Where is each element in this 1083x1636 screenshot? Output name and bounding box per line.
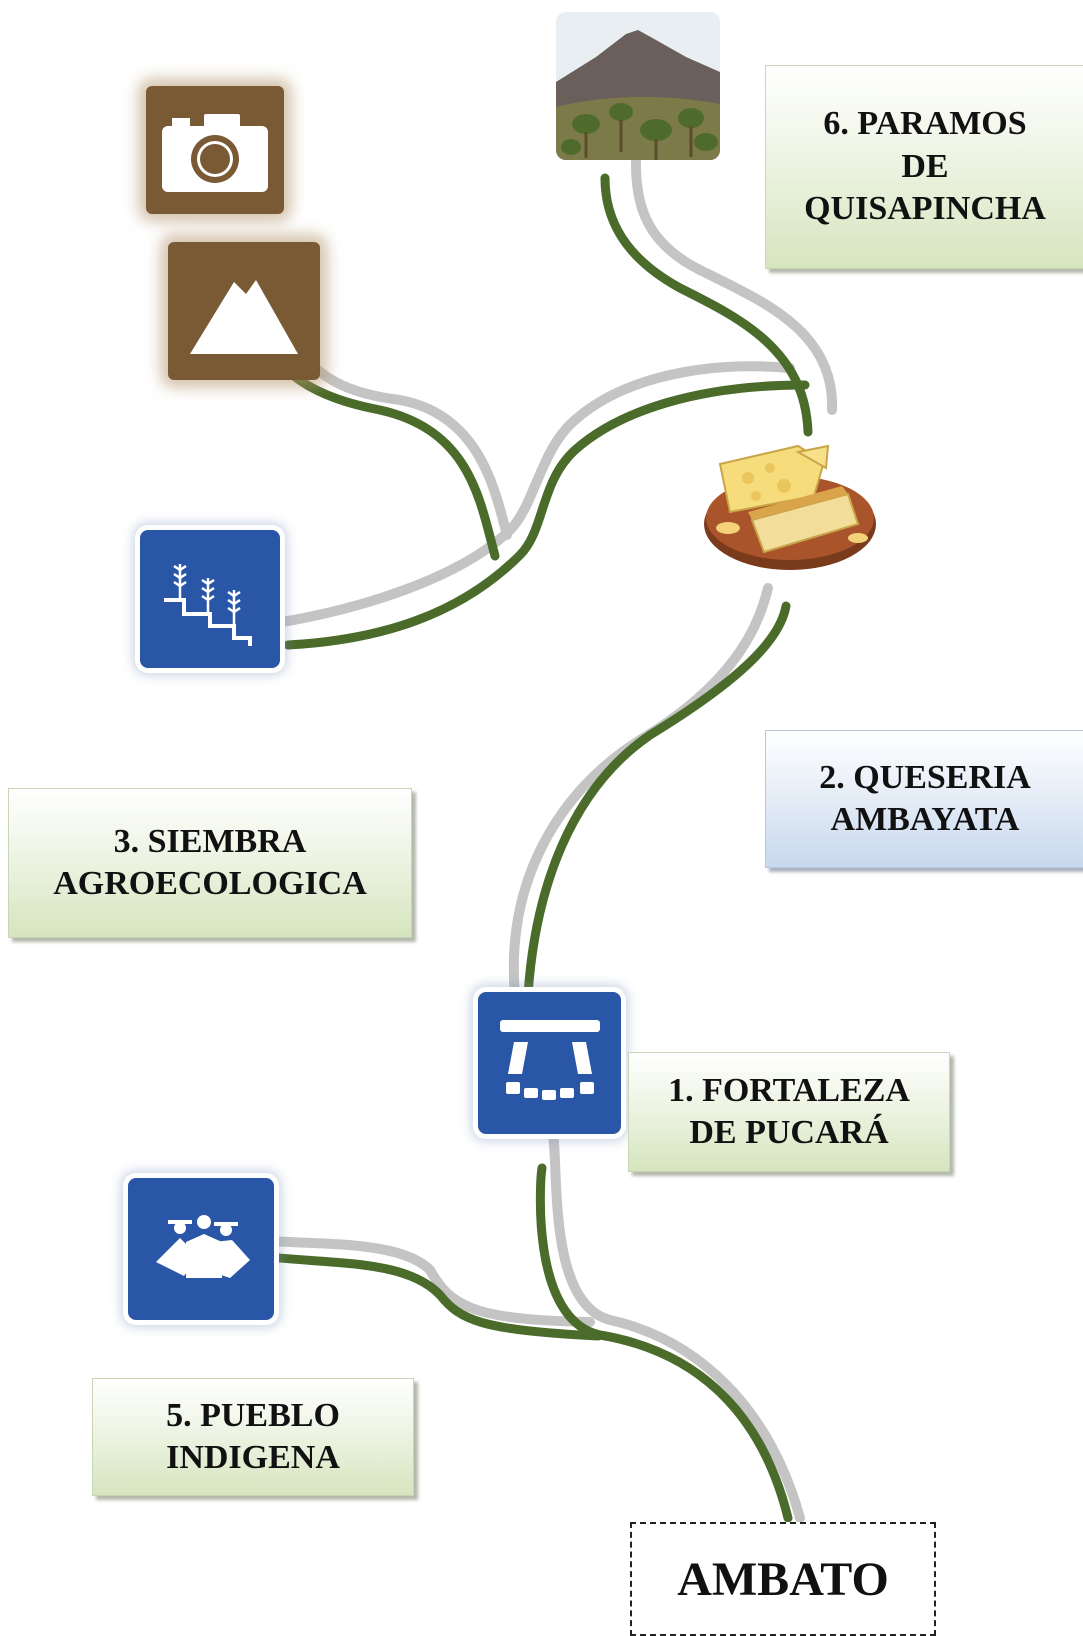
stop-label-pueblo: 5. PUEBLO INDIGENA [92,1378,414,1496]
indigenous-people-icon [156,1215,250,1278]
indigenous-people-sign [128,1178,274,1320]
camera-icon [162,114,268,192]
fortress-sign [478,992,621,1134]
terrace-farming-icon [164,564,252,646]
stop-label-siembra: 3. SIEMBRA AGROECOLOGICA [8,788,412,938]
terrace-farming-sign [140,530,280,668]
stop-label-paramos: 6. PARAMOS DE QUISAPINCHA [765,65,1083,269]
stop-label-line: 1. FORTALEZA [668,1071,910,1109]
stop-label-fortaleza: 1. FORTALEZA DE PUCARÁ [628,1052,950,1172]
camera-sign [146,86,284,214]
paramo-landscape-icon [556,12,720,160]
fortress-icon [500,1020,600,1100]
stop-label-queseria: 2. QUESERIA AMBAYATA [765,730,1083,868]
paramo-landscape-photo [556,12,720,160]
mountain-icon [190,280,298,354]
cheese-board-illustration [698,428,882,578]
cheese-icon [704,444,876,570]
stop-label-line: DE [901,147,949,185]
stop-label-line: 5. PUEBLO [166,1396,340,1434]
origin-label-ambato: AMBATO [630,1522,936,1636]
stop-label-line: AGROECOLOGICA [53,865,367,902]
stop-label-line: 2. QUESERIA [819,758,1031,796]
stop-label-line: QUISAPINCHA [804,190,1046,228]
mountain-sign [168,242,320,380]
stop-label-line: 3. SIEMBRA [113,822,307,860]
stop-label-line: INDIGENA [166,1439,340,1476]
stop-label-line: AMBAYATA [830,801,1020,838]
stop-label-line: 6. PARAMOS [823,105,1027,143]
stop-label-line: DE PUCARÁ [689,1114,889,1151]
